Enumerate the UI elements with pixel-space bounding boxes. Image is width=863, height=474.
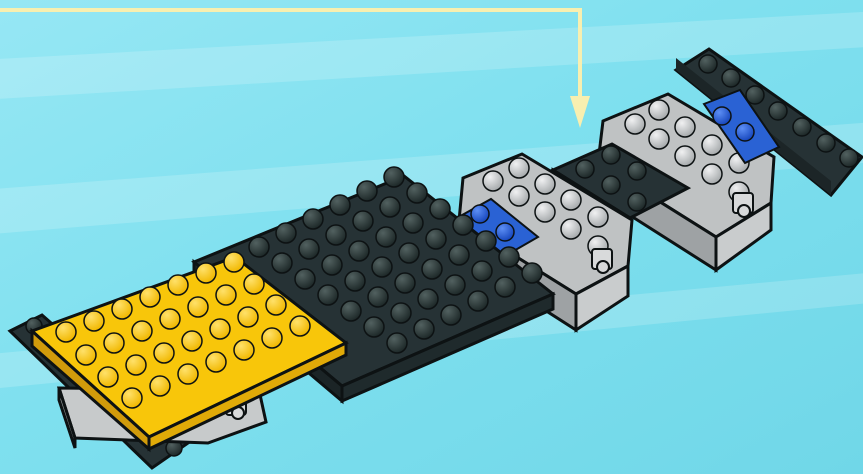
instruction-scene xyxy=(0,0,863,474)
instruction-illustration xyxy=(0,0,863,474)
